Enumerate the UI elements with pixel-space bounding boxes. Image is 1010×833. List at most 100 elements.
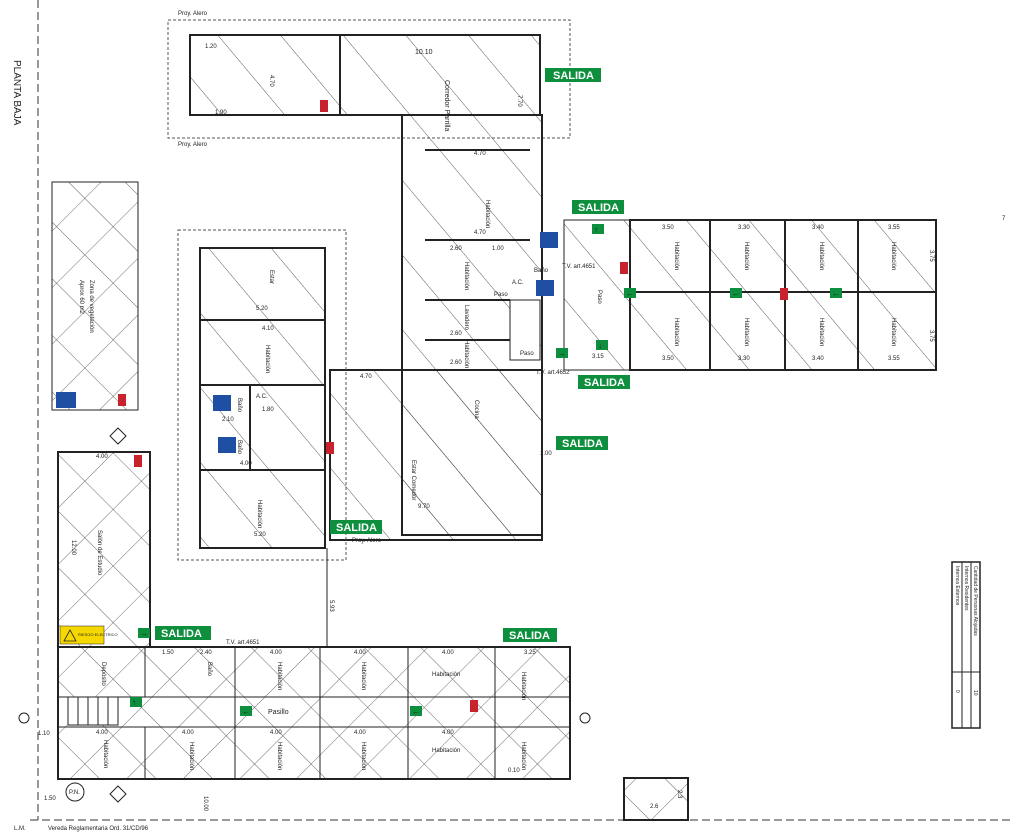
svg-text:→: → (140, 629, 148, 638)
pn-label: P.N. (69, 790, 80, 796)
restroom-sign-icon (536, 280, 554, 296)
restroom-sign-icon (56, 392, 76, 408)
exit-sign-label: SALIDA (562, 438, 603, 450)
room-label: Habitación (673, 242, 679, 270)
dim-label: 4.70 (268, 75, 274, 87)
restroom-sign-icon (213, 395, 231, 411)
dim-label: 10.10 (415, 49, 433, 56)
dim-label: 1.20 (205, 44, 217, 50)
room-label: Habitación (276, 662, 282, 690)
room-label: Habitación (188, 742, 194, 770)
room-label: A.C. (256, 394, 268, 400)
dim-label: 3.40 (812, 225, 824, 231)
table-cell: 10 (972, 690, 978, 696)
dim-label: 1.10 (38, 731, 50, 737)
dim-label: 1.90 (215, 110, 227, 116)
dim-label: 4.00 (240, 461, 252, 467)
room-label: Baño (236, 440, 242, 455)
svg-text:→: → (558, 349, 566, 358)
exit-sign-label: SALIDA (553, 70, 594, 82)
room-label: Paso (520, 351, 534, 357)
axis-marker-icon (109, 427, 127, 445)
room-label: Habitación (102, 740, 108, 768)
dim-label: 4.00 (96, 454, 108, 460)
fire-extinguisher-icon (470, 700, 478, 712)
dim-label: 1.00 (492, 246, 504, 252)
exit-arrow-icon: → (556, 348, 568, 358)
dim-label: 5.20 (256, 306, 268, 312)
exit-sign-label: SALIDA (584, 377, 625, 389)
fire-extinguisher-icon (780, 288, 788, 300)
room-label: Habitación (890, 242, 896, 270)
dim-label: 4.00 (354, 650, 366, 656)
dim-label: 3.25 (524, 650, 536, 656)
exit-sign: SALIDA (330, 520, 382, 534)
exit-sign-label: SALIDA (509, 630, 550, 642)
exit-sign: SALIDA (545, 68, 601, 82)
room-label: Habitación (673, 318, 679, 346)
exit-sign: SALIDA (155, 626, 211, 640)
exit-arrow-icon: ↑ (592, 224, 604, 234)
proy-alero-label: Proy. Alero (178, 142, 208, 148)
dim-label: 0.10 (508, 768, 520, 774)
exit-arrow-icon: ↓ (596, 340, 608, 350)
dim-label: 3.40 (812, 356, 824, 362)
exit-arrow-icon: ← (410, 706, 422, 716)
occupancy-table: Cantidad de Personas Alojadas Internos R… (951, 561, 981, 729)
dim-label: 4.00 (182, 730, 194, 736)
room-label: Depósito (100, 662, 106, 686)
dim-label: 3.50 (662, 356, 674, 362)
svg-text:↑: ↑ (132, 698, 136, 707)
exit-sign: SALIDA (503, 628, 557, 642)
room-label: Habitación (432, 672, 460, 678)
dim-label: 4.00 (270, 650, 282, 656)
tv-label: T.V. art.4651 (562, 264, 596, 270)
dim-label: 9.70 (418, 504, 430, 510)
room-label: Habitación (818, 242, 824, 270)
dim-label: 3.30 (738, 356, 750, 362)
room-label: Baño (206, 662, 212, 677)
dim-label: 3.75 (928, 250, 934, 262)
table-header: Cantidad de Personas Alojadas (972, 566, 978, 636)
dim-label: 4.00 (96, 730, 108, 736)
dim-label: 4.00 (442, 650, 454, 656)
exit-sign-label: SALIDA (578, 202, 619, 214)
table-row-label: Internos Residentes (963, 566, 969, 611)
room-label: Habitación (743, 242, 749, 270)
dim-label: 3.55 (888, 225, 900, 231)
dim-label: 2.6 (650, 804, 659, 810)
dim-label: 2.60 (450, 246, 462, 252)
dim-label: 2.10 (222, 417, 234, 423)
dim-label: 5.93 (328, 600, 334, 612)
dim-label: 4.10 (262, 326, 274, 332)
green-zone-label: Zona de vegetación (88, 280, 94, 333)
restroom-sign-icon (218, 437, 236, 453)
room-label: A.C. (512, 280, 524, 286)
svg-text:↑: ↑ (594, 225, 598, 234)
dim-label: 3.55 (888, 356, 900, 362)
room-label: Habitación (360, 742, 366, 770)
exit-sign: SALIDA (572, 200, 624, 214)
table-cell: 0 (954, 690, 960, 693)
green-zone: Zona de vegetación Aprox 60 m2 (51, 181, 139, 411)
tv-label: T.V. art.4652 (536, 370, 570, 376)
svg-text:←: ← (242, 707, 250, 716)
room-label: Estar (268, 270, 274, 284)
dim-label: 4.00 (354, 730, 366, 736)
dim-label: 4.00 (270, 730, 282, 736)
exit-sign: SALIDA (556, 436, 608, 450)
exit-sign-label: SALIDA (336, 522, 377, 534)
room-label: Salón de Estudio (96, 530, 102, 576)
fire-extinguisher-icon (118, 394, 126, 406)
dim-label: 3.50 (662, 225, 674, 231)
dim-label: 12.00 (70, 540, 76, 556)
room-label: Habitación (463, 262, 469, 290)
exit-sign: SALIDA (578, 375, 630, 389)
axis-marker-icon (579, 712, 591, 724)
stairs (67, 696, 119, 726)
svg-text:←: ← (832, 289, 840, 298)
dim-label: 7 (1002, 216, 1006, 222)
exit-arrow-icon: ← (624, 288, 636, 298)
pn-marker (65, 782, 85, 802)
